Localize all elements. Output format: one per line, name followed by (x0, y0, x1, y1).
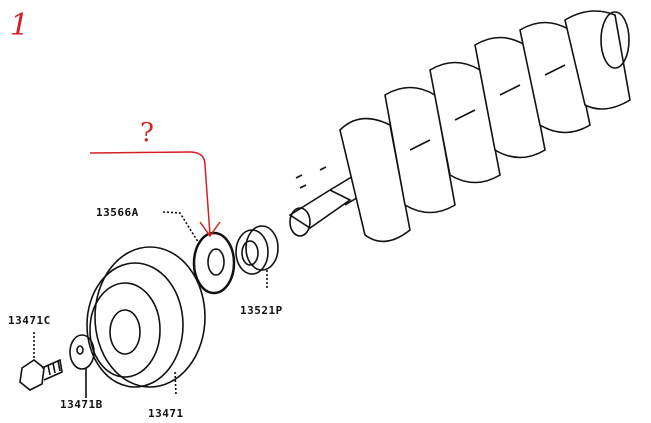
red-arrow-annotation (89, 151, 221, 238)
crankshaft-gear (235, 225, 279, 290)
label-13566a: 13566A (96, 206, 139, 219)
label-13521p: 13521P (240, 304, 283, 317)
bolt (19, 332, 63, 391)
label-13471c: 13471C (8, 314, 51, 327)
crank-pulley (86, 246, 206, 396)
question-mark: ? (140, 118, 154, 148)
plate-washer (69, 334, 95, 398)
label-13471b: 13471B (60, 398, 103, 411)
crankshaft-washer (162, 211, 236, 295)
figure-number: 1 (10, 8, 30, 43)
label-13471: 13471 (148, 407, 184, 420)
crankshaft (288, 10, 631, 243)
